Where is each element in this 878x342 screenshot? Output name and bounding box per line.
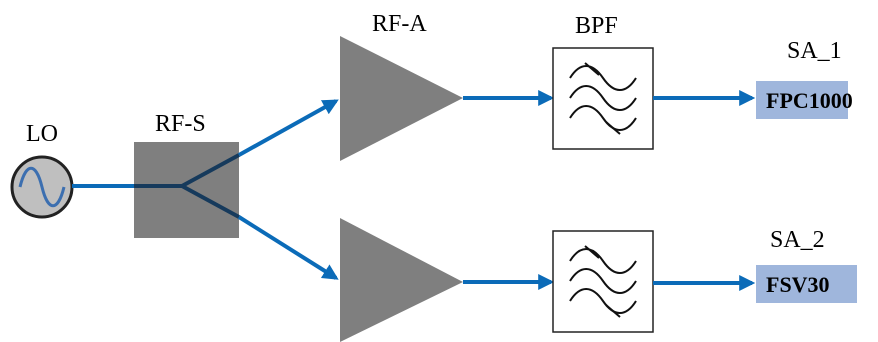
splitter-internal-wires	[134, 153, 240, 219]
wire-splitter-to-amp-top	[238, 99, 339, 157]
lo-label: LO	[26, 121, 58, 147]
wire-splitter-to-amp-bottom	[237, 215, 339, 280]
splitter-label: RF-S	[155, 111, 206, 137]
bpf-top-icon	[552, 47, 654, 150]
amplifier-bottom-icon	[340, 218, 463, 342]
amplifier-top-icon	[340, 36, 463, 161]
amp-top-label: RF-A	[372, 11, 427, 37]
sa2-title: SA_2	[770, 227, 825, 253]
sa1-title: SA_1	[787, 38, 842, 64]
sa1-device-label: FPC1000	[766, 88, 853, 113]
sa2-device-box	[756, 265, 857, 303]
bpf-bottom-icon	[552, 230, 654, 333]
lo-oscillator-icon	[10, 155, 74, 219]
bpf-label: BPF	[575, 13, 618, 39]
sa1-device-box	[756, 81, 848, 119]
sa2-device-label: FSV30	[766, 272, 830, 297]
